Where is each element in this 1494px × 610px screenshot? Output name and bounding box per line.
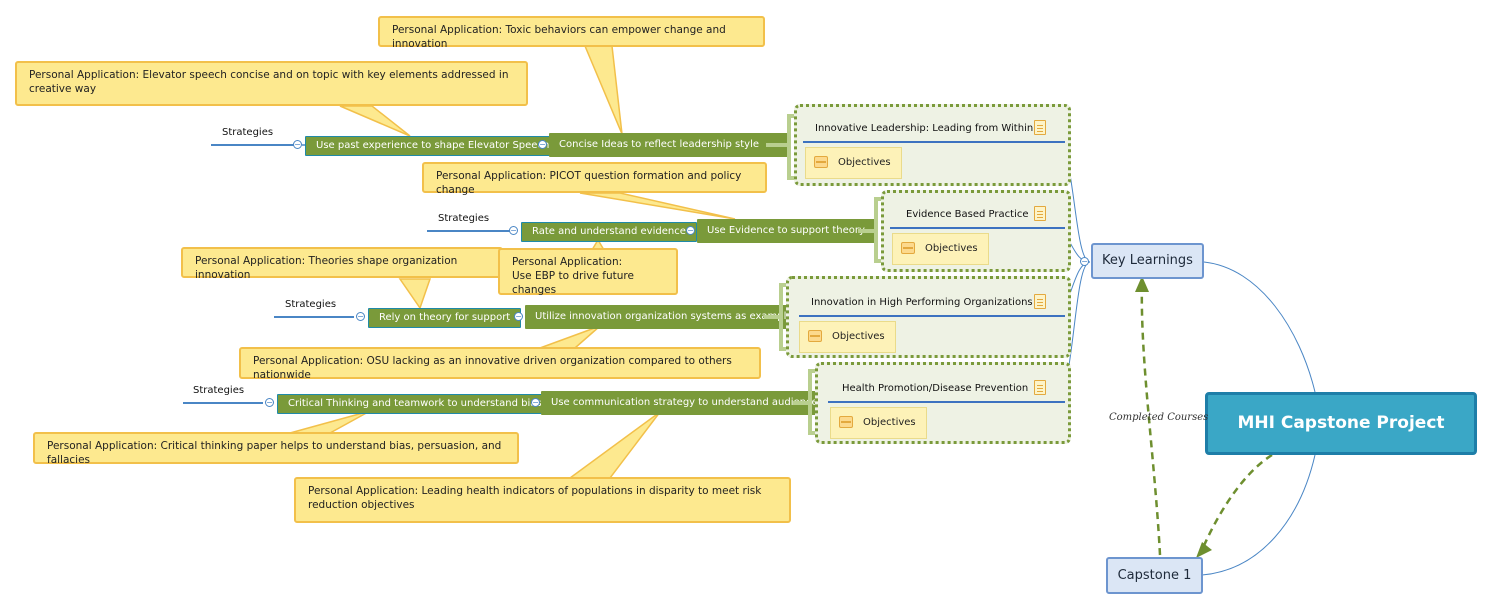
topic-icon [808,330,822,342]
objectives-label: Objectives [925,243,978,254]
callout-ebp[interactable]: Personal Application: Use EBP to drive f… [498,248,678,296]
bracket-stem [764,315,780,319]
callout-text: Personal Application: Leading health ind… [308,485,762,511]
note-icon[interactable] [1034,380,1046,395]
callout-pointer [579,192,736,220]
relation-arrowhead [1196,542,1212,558]
collapse-toggle[interactable]: − [265,398,274,407]
course-title: Health Promotion/Disease Prevention [842,383,1029,394]
callout-toxic[interactable]: Personal Application: Toxic behaviors ca… [378,16,765,50]
callout-pointer [567,411,661,479]
relation-arrow-path [1140,281,1162,556]
objectives-label: Objectives [832,331,885,342]
relation-label[interactable]: Completed Courses [1109,412,1209,423]
root-link [1201,454,1316,576]
callout-pointer [339,105,411,137]
callout-text: Personal Application: Critical thinking … [47,440,502,466]
course-underline [890,227,1065,229]
idea-node[interactable]: Concise Ideas to reflect leadership styl… [549,133,789,157]
collapse-toggle[interactable]: − [1080,257,1089,266]
collapse-toggle[interactable]: − [514,312,523,321]
course-title: Innovative Leadership: Leading from With… [815,123,1034,134]
strategies-line [427,230,511,232]
callout-text: Personal Application: Elevator speech co… [29,69,509,95]
course-group[interactable]: Health Promotion/Disease Prevention Obje… [815,362,1071,444]
root-topic[interactable]: MHI Capstone Project [1205,392,1477,455]
course-underline [803,141,1065,143]
key-learnings-node[interactable]: Key Learnings [1091,243,1204,279]
objectives-topic[interactable]: Objectives [830,407,927,439]
bracket-stem [793,401,809,405]
tactic-node[interactable]: Use past experience to shape Elevator Sp… [305,136,561,156]
callout-text: Personal Application: Theories shape org… [195,255,458,281]
objectives-label: Objectives [863,417,916,428]
callout-pointer [398,278,432,310]
topic-icon [901,242,915,254]
objectives-topic[interactable]: Objectives [805,147,902,179]
bracket-stem [858,229,875,233]
collapse-toggle[interactable]: − [356,312,365,321]
collapse-toggle[interactable]: − [509,226,518,235]
strategies-line [183,402,263,404]
topic-icon [839,416,853,428]
callout-text: Personal Application: Toxic behaviors ca… [392,24,726,50]
strategies-label: Strategies [193,385,245,396]
course-bracket [787,114,797,180]
relation-arrowhead [1135,276,1149,292]
course-underline [828,401,1065,403]
objectives-topic[interactable]: Objectives [892,233,989,265]
collapse-toggle[interactable]: − [531,398,540,407]
callout-pointer [583,45,623,135]
tactic-node[interactable]: Rely on theory for support [368,308,522,328]
strategies-line [211,144,297,146]
course-title: Evidence Based Practice [906,209,1029,220]
objectives-topic[interactable]: Objectives [799,321,896,353]
note-icon[interactable] [1034,294,1046,309]
course-title: Innovation in High Performing Organizati… [811,297,1033,308]
callout-elevator[interactable]: Personal Application: Elevator speech co… [15,61,528,106]
callout-text: Personal Application: PICOT question for… [436,170,742,196]
course-bracket [779,283,789,351]
strategies-line [274,316,354,318]
callout-picot[interactable]: Personal Application: PICOT question for… [422,162,767,196]
tactic-node[interactable]: Rate and understand evidence [521,222,697,242]
collapse-toggle[interactable]: − [293,140,302,149]
relation-arrow-path [1200,453,1273,551]
strategies-label: Strategies [438,213,490,224]
course-group[interactable]: Evidence Based Practice Objectives [881,190,1071,272]
strategies-label: Strategies [285,299,337,310]
callout-theories[interactable]: Personal Application: Theories shape org… [181,247,503,281]
course-bracket [808,369,818,435]
collapse-toggle[interactable]: − [686,226,695,235]
course-bracket [874,197,884,263]
callout-critical[interactable]: Personal Application: Critical thinking … [33,432,519,466]
idea-node[interactable]: Utilize innovation organization systems … [525,305,807,329]
callout-text: Use EBP to drive future changes [512,270,634,296]
idea-node[interactable]: Use Evidence to support theory [697,219,875,243]
course-underline [799,315,1065,317]
strategies-label: Strategies [222,127,274,138]
callout-text: Personal Application: [512,256,623,268]
idea-node[interactable]: Use communication strategy to understand… [541,391,832,415]
note-icon[interactable] [1034,206,1046,221]
topic-icon [814,156,828,168]
course-group[interactable]: Innovative Leadership: Leading from With… [794,104,1071,186]
objectives-label: Objectives [838,157,891,168]
callout-health[interactable]: Personal Application: Leading health ind… [294,477,791,523]
bracket-stem [766,143,788,147]
callout-osu[interactable]: Personal Application: OSU lacking as an … [239,347,761,381]
capstone-node[interactable]: Capstone 1 [1106,557,1203,594]
root-link [1203,261,1316,393]
callout-text: Personal Application: OSU lacking as an … [253,355,732,381]
callout-pointer [289,410,371,434]
callout-pointer [539,325,601,349]
course-group[interactable]: Innovation in High Performing Organizati… [786,276,1071,358]
collapse-toggle[interactable]: − [538,140,547,149]
tactic-node[interactable]: Critical Thinking and teamwork to unders… [277,394,553,414]
note-icon[interactable] [1034,120,1046,135]
